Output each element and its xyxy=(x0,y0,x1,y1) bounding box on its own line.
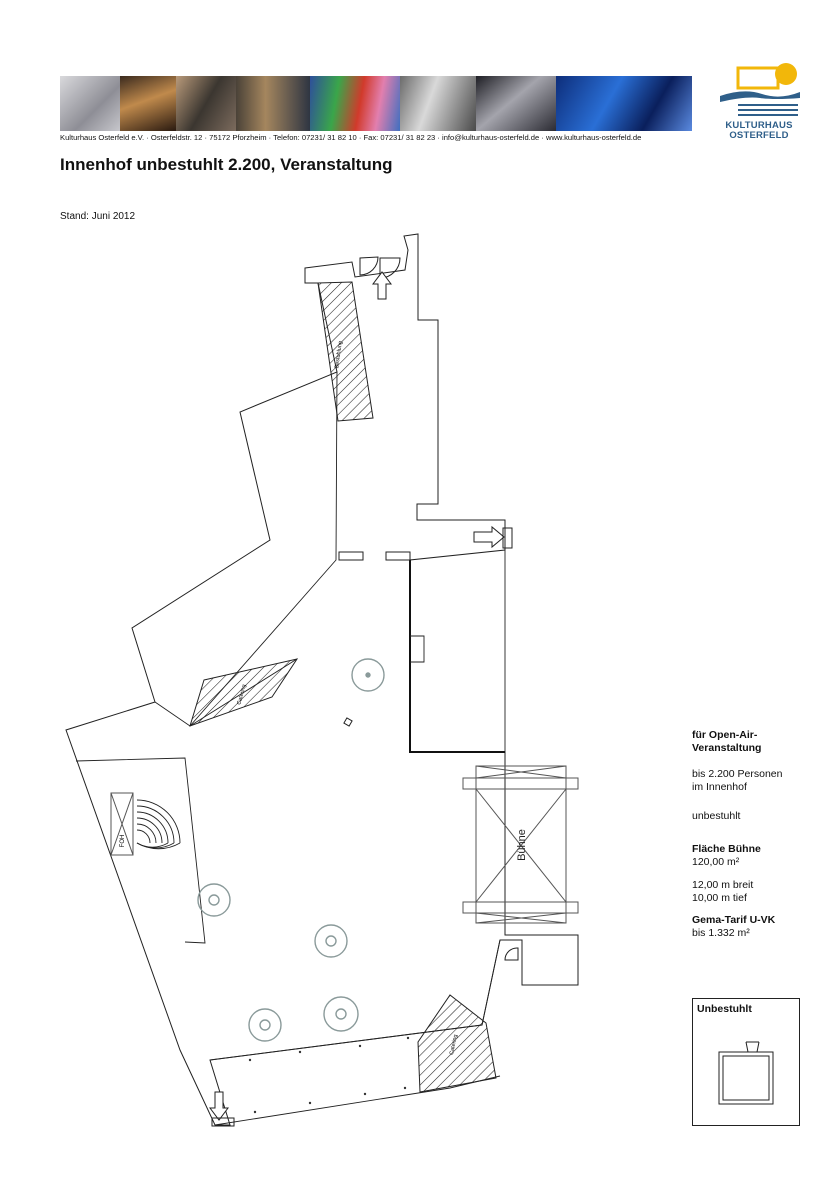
catering-area-bottom xyxy=(417,994,497,1093)
header-address: Kulturhaus Osterfeld e.V. · Osterfeldstr… xyxy=(60,133,642,142)
info-gema-label: Gema-Tarif U-VK xyxy=(692,914,776,926)
entrance-door-top xyxy=(359,256,379,276)
info-panel: für Open-Air- Veranstaltung bis 2.200 Pe… xyxy=(692,729,832,940)
legend-title: Unbestuhlt xyxy=(697,1003,752,1015)
label-catering-bottom: Catering xyxy=(449,1034,459,1056)
info-heading-2: Veranstaltung xyxy=(692,742,762,754)
entrance-arrow-right-icon xyxy=(473,525,505,549)
photo-performers xyxy=(476,76,556,131)
side-door xyxy=(504,947,519,961)
photo-band xyxy=(236,76,310,131)
wall-markers xyxy=(248,1036,410,1114)
label-top-hatched: Bestuhlung xyxy=(334,341,344,369)
photo-concert xyxy=(556,76,692,131)
info-seating: unbestuhlt xyxy=(692,810,741,822)
photo-dancers xyxy=(60,76,120,131)
photo-singer xyxy=(120,76,176,131)
logo-sun-icon xyxy=(775,63,797,85)
sound-arcs xyxy=(136,799,181,850)
catering-area-left xyxy=(189,658,299,727)
info-stage-area-label: Fläche Bühne xyxy=(692,843,761,855)
info-stage-width: 12,00 m breit xyxy=(692,879,754,891)
door-left xyxy=(338,551,364,561)
info-heading-1: für Open-Air- xyxy=(692,729,758,741)
label-stage: Bühne xyxy=(516,829,528,861)
hatched-area-top xyxy=(317,281,374,422)
stage: Bühne xyxy=(462,765,579,924)
info-gema-value: bis 1.332 m² xyxy=(692,927,750,939)
courtyard-outline xyxy=(65,233,579,1126)
post-marker xyxy=(343,717,353,727)
logo-wave-icon xyxy=(720,91,800,102)
page-title: Innenhof unbestuhlt 2.200, Veranstaltung xyxy=(60,155,393,174)
info-capacity-2: im Innenhof xyxy=(692,781,747,793)
kulturhaus-logo xyxy=(720,63,800,116)
logo-line-1: KULTURHAUS xyxy=(725,120,793,131)
photo-couple xyxy=(176,76,236,131)
logo-line-2: OSTERFELD xyxy=(729,130,789,141)
info-stage-area-value: 120,00 m² xyxy=(692,856,740,868)
revision-date: Stand: Juni 2012 xyxy=(60,211,136,222)
legend-stage-icon xyxy=(718,1041,774,1105)
photo-actors xyxy=(400,76,476,131)
logo-wordmark: KULTURHAUS OSTERFELD xyxy=(714,121,804,141)
foh-area xyxy=(110,792,134,856)
entrance-arrow-top-icon xyxy=(372,271,392,300)
building-wall-right xyxy=(409,560,505,753)
door-right xyxy=(385,551,411,561)
tree-markers xyxy=(197,658,385,1042)
info-stage-depth: 10,00 m tief xyxy=(692,892,747,904)
logo-frame-icon xyxy=(736,66,780,90)
header-photo-strip xyxy=(60,76,692,131)
photo-costumes xyxy=(310,76,400,131)
legend-box xyxy=(692,998,800,1126)
label-foh: FOH xyxy=(120,835,126,848)
label-catering-left: Catering xyxy=(236,684,247,706)
entrance-arrow-bottom-icon xyxy=(209,1091,229,1121)
inner-wall-center xyxy=(189,371,338,727)
left-wing-wall xyxy=(75,757,206,944)
info-capacity-1: bis 2.200 Personen xyxy=(692,768,783,780)
